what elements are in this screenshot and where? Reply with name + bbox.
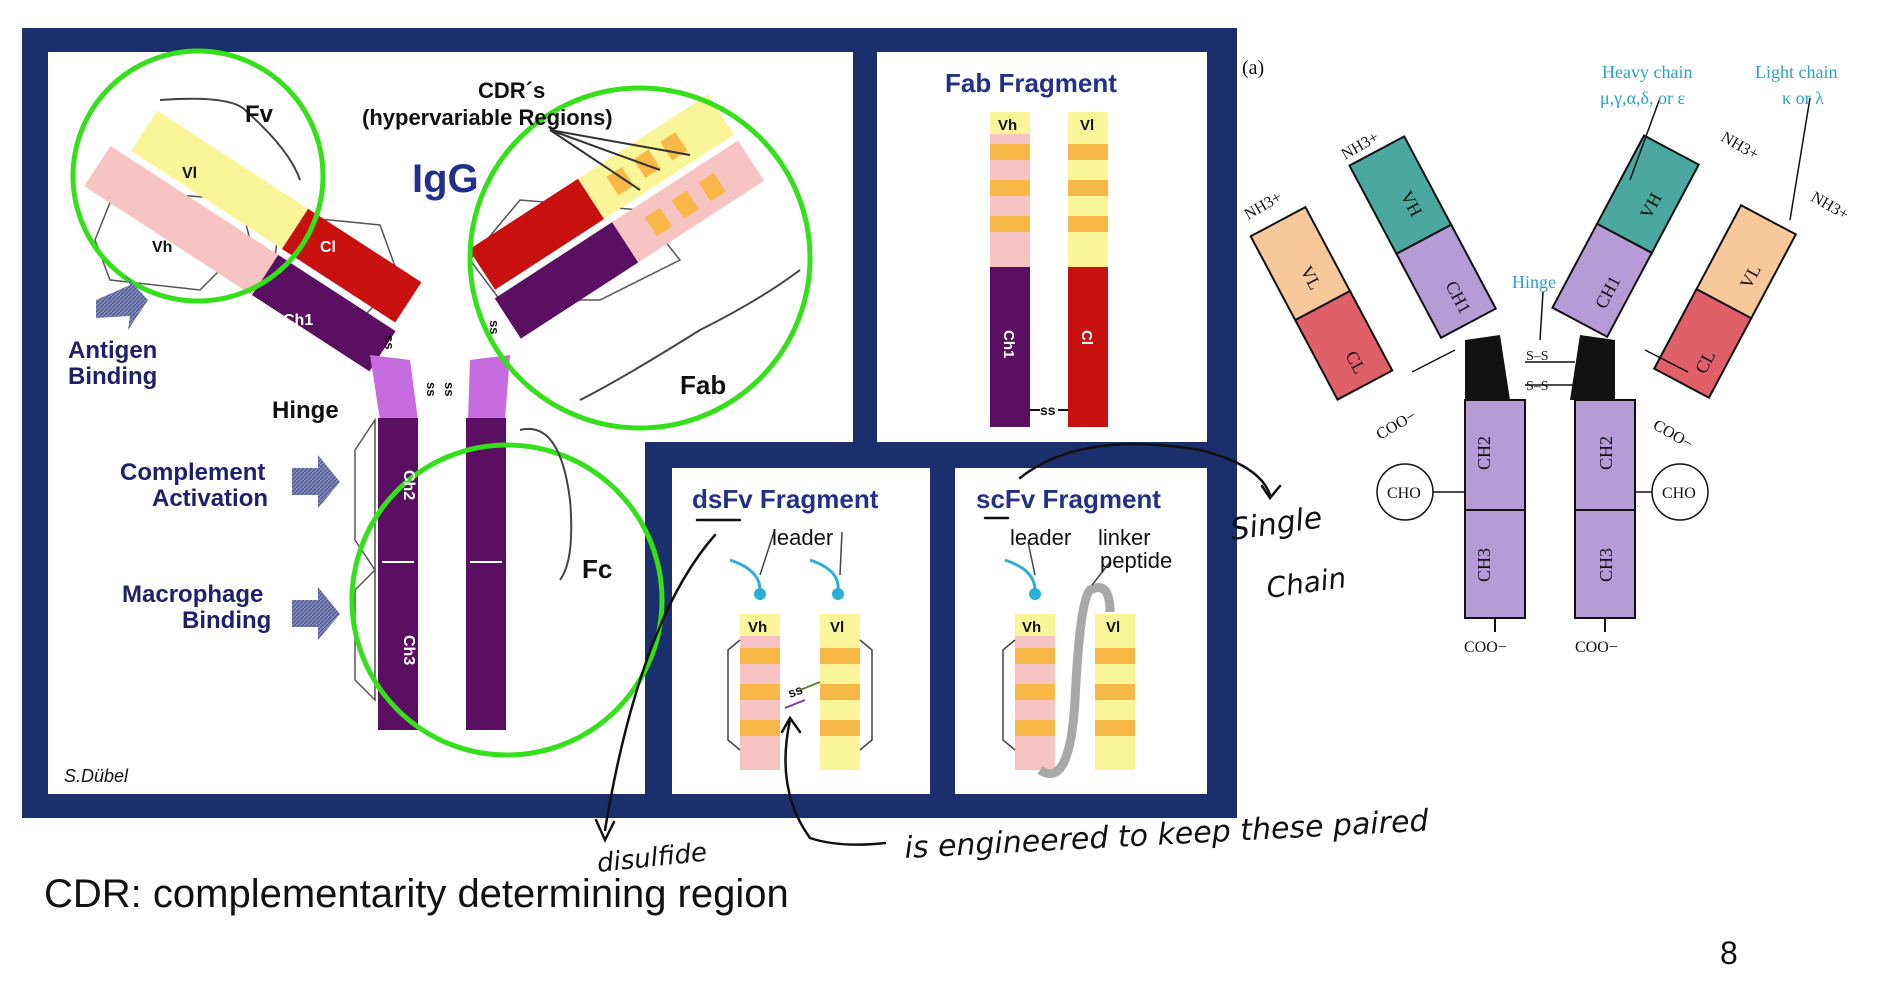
complement-activation-line2: Activation <box>152 485 268 512</box>
nh3-label-4: NH3+ <box>1808 189 1851 224</box>
fab-panel-bg <box>877 52 1207 444</box>
coo-label-right-light: COO− <box>1650 417 1696 453</box>
complement-activation-line1: Complement <box>120 459 265 486</box>
igg-cl-label: Cl <box>320 239 336 256</box>
fc-label: Fc <box>582 554 612 584</box>
light-chain-label-line2: κ or λ <box>1782 88 1824 108</box>
igg-vh-label: Vh <box>152 239 172 256</box>
dsfv-diagram <box>727 531 873 770</box>
fab-cl-label: Cl <box>1078 330 1095 345</box>
dsfv-fragment-title: dsFv Fragment <box>692 484 879 514</box>
cdr-label-line2: (hypervariable Regions) <box>362 105 613 130</box>
antigen-binding-line1: Antigen <box>68 337 157 364</box>
coo-label-left-light: COO− <box>1374 407 1420 443</box>
ss-label-hinge-2: S–S <box>1526 379 1549 394</box>
page-number: 8 <box>1720 935 1738 971</box>
igg-diagram <box>70 48 813 758</box>
heavy-chain-label-line1: Heavy chain <box>1602 62 1692 82</box>
igg-ss-2: ss <box>487 320 502 334</box>
scfv-linker-label-line1: linker <box>1098 525 1151 550</box>
heavy-chain-label-line2: μ,γ,α,δ, or ε <box>1600 88 1686 108</box>
igg-ss-4: ss <box>442 382 457 396</box>
cho-label-left: CHO <box>1387 485 1421 502</box>
structure-ch3-right: CH3 <box>1596 548 1616 582</box>
scfv-vh-label: Vh <box>1022 619 1041 636</box>
macrophage-binding-line1: Macrophage <box>122 581 263 608</box>
ss-label-hinge-1: S–S <box>1526 349 1549 364</box>
cdr-caption: CDR: complementarity determining region <box>44 872 789 916</box>
panel-letter: (a) <box>1242 57 1264 79</box>
scfv-diagram <box>1002 541 1135 779</box>
coo-label-left-heavy: COO− <box>1464 639 1507 656</box>
linker-peptide-tube <box>1037 583 1115 779</box>
credit-label: S.Dübel <box>64 766 129 786</box>
antigen-binding-line2: Binding <box>68 363 157 390</box>
fab-fragment-title: Fab Fragment <box>945 68 1117 98</box>
igg-title: IgG <box>412 157 479 201</box>
dsfv-leader-label: leader <box>772 525 833 550</box>
nh3-label-1: NH3+ <box>1242 189 1285 224</box>
fab-vh-label: Vh <box>998 117 1017 134</box>
nh3-label-3: NH3+ <box>1718 129 1761 164</box>
dsfv-ss-label: ss <box>786 682 805 701</box>
fab-diagram <box>990 112 1108 427</box>
scfv-vl-label: Vl <box>1106 619 1120 636</box>
antibody-structure-diagram <box>1249 97 1811 632</box>
dsfv-vh-label: Vh <box>748 619 767 636</box>
structure-ch2-right: CH2 <box>1596 436 1616 470</box>
scfv-linker-label-line2: peptide <box>1100 548 1172 573</box>
cdr-label-line1: CDR´s <box>478 78 545 103</box>
igg-ss-3: ss <box>424 382 439 396</box>
green-highlight-circles <box>70 48 813 758</box>
structure-ch3-left: CH3 <box>1474 548 1494 582</box>
fab-label: Fab <box>680 370 726 400</box>
hinge-label: Hinge <box>272 397 339 424</box>
structure-hinge-label: Hinge <box>1512 272 1556 292</box>
igg-ss-1: ss <box>382 335 397 349</box>
light-chain-label-line1: Light chain <box>1755 62 1837 82</box>
igg-ch1-label: Ch1 <box>283 312 313 329</box>
fab-ch1-label: Ch1 <box>1000 330 1017 358</box>
fab-vl-label: Vl <box>1080 117 1094 134</box>
structure-ch2-left: CH2 <box>1474 436 1494 470</box>
fv-label: Fv <box>245 101 274 128</box>
macrophage-binding-line2: Binding <box>182 607 271 634</box>
coo-label-right-heavy: COO− <box>1575 639 1618 656</box>
igg-ch2-label: Ch2 <box>400 470 417 500</box>
igg-ch3-label: Ch3 <box>400 635 417 665</box>
igg-vl-label: Vl <box>182 165 197 182</box>
handwritten-annotations <box>594 442 1282 846</box>
cho-label-right: CHO <box>1662 485 1696 502</box>
scfv-leader-label: leader <box>1010 525 1071 550</box>
dsfv-panel-bg <box>672 468 930 794</box>
single-chain-note-line1: Single <box>1228 500 1324 547</box>
scfv-fragment-title: scFv Fragment <box>976 484 1161 514</box>
dsfv-vl-label: Vl <box>830 619 844 636</box>
fab-ss-label: ss <box>1040 402 1056 418</box>
single-chain-note-line2: Chain <box>1264 561 1348 605</box>
